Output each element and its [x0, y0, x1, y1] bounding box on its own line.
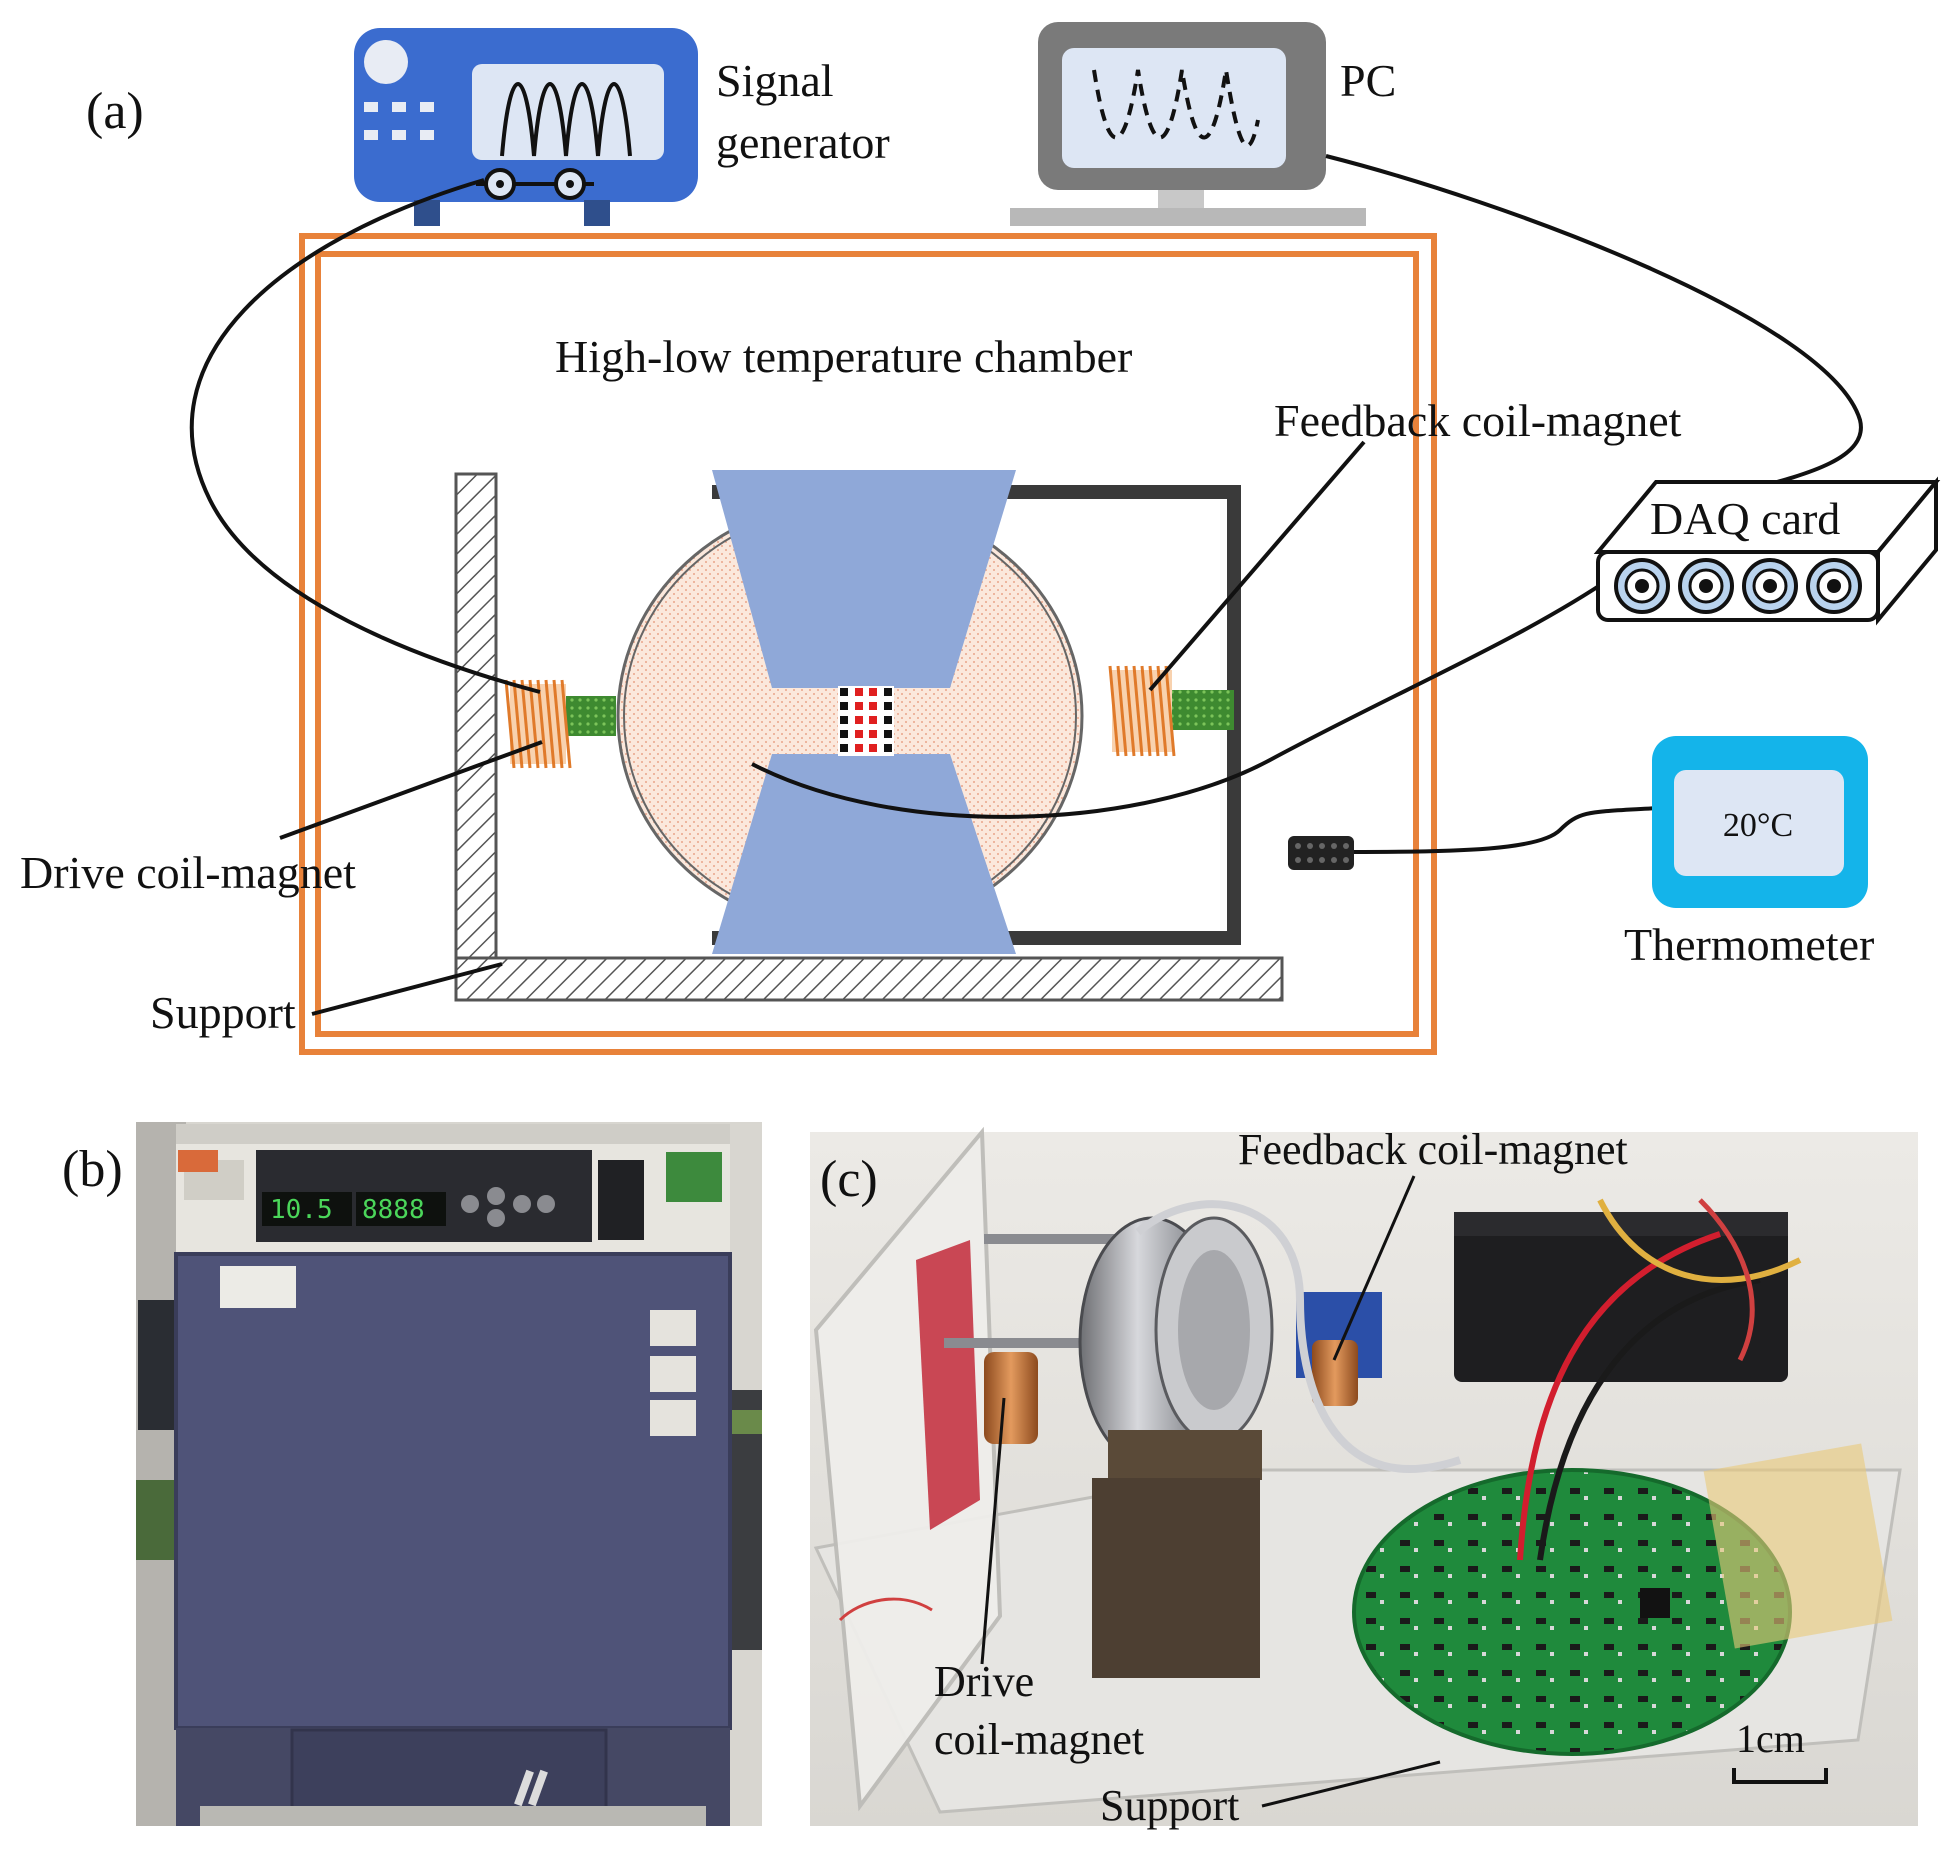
chamber-inner-wall	[315, 251, 1419, 1037]
feedback-coil-magnet	[1108, 665, 1234, 757]
pc-monitor	[1010, 22, 1366, 226]
drive-photo-label-line1: Drive	[934, 1657, 1034, 1706]
cable-pc-to-daq	[1325, 154, 1863, 494]
sine-wave-icon	[500, 82, 632, 157]
pc-screen	[1062, 48, 1286, 168]
signal-generator-label-line2: generator	[716, 117, 890, 168]
support-base	[454, 956, 1284, 1002]
cable-signal-to-drive	[189, 178, 541, 694]
chamber-body	[176, 1254, 730, 1728]
scale-bar	[1732, 1768, 1828, 1784]
sensing-element	[838, 686, 894, 756]
leader-drive-photo	[980, 1397, 1006, 1665]
panel-c-photo	[810, 1126, 1918, 1826]
sine-wave-icon	[1092, 69, 1260, 148]
controller-display-2: 8888	[362, 1195, 425, 1225]
daq-label: DAQ card	[1650, 493, 1840, 544]
chamber-outer-wall	[299, 233, 1437, 1055]
drive-coil-photo	[984, 1352, 1038, 1444]
drive-label: Drive coil-magnet	[20, 847, 356, 898]
thermometer-screen	[1674, 770, 1844, 876]
drive-photo-label: Drive coil-magnet	[934, 1657, 1144, 1764]
panel-b-photo: 10.5 8888	[136, 1122, 762, 1826]
scale-label: 1cm	[1736, 1716, 1805, 1761]
temperature-probe	[1288, 836, 1354, 870]
thermometer-label: Thermometer	[1624, 919, 1874, 970]
controller-display-1: 10.5	[270, 1195, 333, 1225]
leader-feedback	[1148, 440, 1366, 692]
upper-proof-mass	[712, 470, 1016, 688]
leader-feedback-photo	[1332, 1175, 1416, 1361]
panel-b-label: (b)	[62, 1141, 123, 1198]
chamber-label: High-low temperature chamber	[555, 331, 1132, 382]
battery	[1454, 1212, 1788, 1382]
cable-sensor-to-daq	[751, 574, 1616, 819]
leader-support-photo	[1261, 1760, 1441, 1808]
cable-probe-to-thermometer	[1351, 806, 1659, 854]
signal-generator-label: Signal generator	[716, 55, 890, 168]
feedback-coil-photo	[1312, 1340, 1358, 1406]
feedback-photo-label: Feedback coil-magnet	[1238, 1125, 1628, 1174]
daq-card	[1593, 476, 1941, 626]
support-vertical	[454, 472, 498, 972]
leader-support	[311, 962, 503, 1016]
pc-label: PC	[1340, 55, 1396, 106]
support-label: Support	[150, 987, 296, 1038]
thermometer-reading: 20°C	[1723, 807, 1793, 844]
panel-a-label: (a)	[86, 83, 144, 140]
lower-proof-mass	[712, 754, 1016, 954]
panel-c-label: (c)	[820, 1151, 878, 1208]
panel-a: (a) Signal generator	[20, 22, 1941, 1055]
drive-coil-magnet	[504, 679, 616, 769]
signal-generator-screen	[472, 64, 664, 160]
leader-drive	[279, 740, 543, 840]
feedback-label: Feedback coil-magnet	[1274, 395, 1682, 446]
daq-connector-icon	[1614, 558, 1862, 614]
drive-photo-label-line2: coil-magnet	[934, 1715, 1144, 1764]
signal-generator	[354, 28, 698, 226]
thermometer	[1652, 736, 1868, 908]
signal-generator-label-line1: Signal	[716, 55, 834, 106]
support-photo-label: Support	[1100, 1781, 1239, 1830]
